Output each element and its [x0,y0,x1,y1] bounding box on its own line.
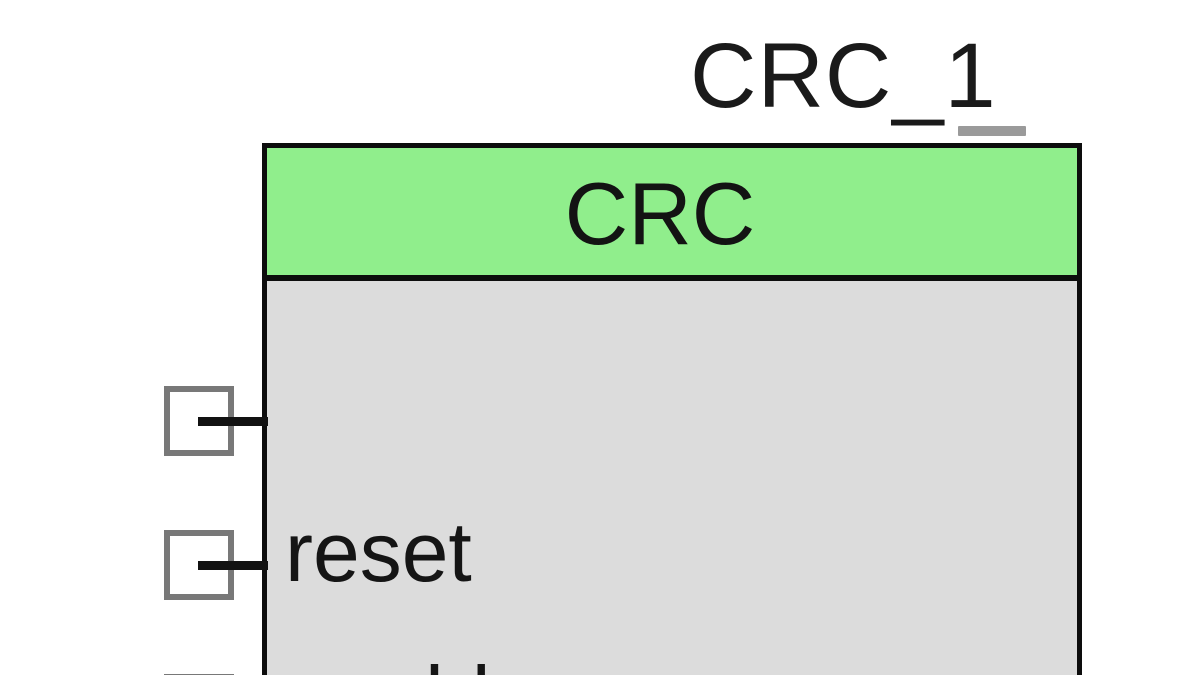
crc-block[interactable]: CRC reset enable di [262,143,1082,675]
block-type-label: CRC [564,163,756,263]
port-wire-enable [198,561,268,570]
port-wire-reset [198,417,268,426]
port-label-reset[interactable]: reset [285,505,472,599]
block-body: reset enable di [267,281,1077,675]
block-instance-name[interactable]: CRC_1 [690,25,997,127]
port-label-enable[interactable]: enable [285,654,537,675]
block-header[interactable]: CRC [267,148,1077,281]
instance-name-underscore-artifact [958,126,1026,136]
